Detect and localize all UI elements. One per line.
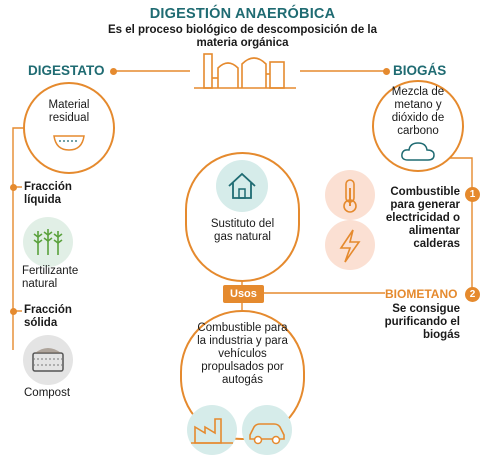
usos-badge: Usos [223, 285, 264, 303]
compost-icon [23, 335, 73, 385]
fertilizante-label: Fertilizante natural [22, 265, 79, 290]
thermometer-icon [325, 170, 375, 220]
house-icon [216, 160, 268, 212]
connector-dot [10, 184, 17, 191]
biometano-heading: BIOMETANO [385, 287, 458, 301]
biogas-mixture-label: Mezcla de metano y dióxido de carbono [391, 86, 445, 137]
fraccion-liquida-label: Fracción líquida [24, 181, 72, 206]
connector-dot [257, 290, 264, 297]
industry-icon [187, 405, 237, 455]
biogas-heading: BIOGÁS [393, 63, 447, 78]
connector-dot [10, 308, 17, 315]
plants-icon [23, 217, 73, 267]
fraccion-solida-label: Fracción sólida [24, 304, 72, 329]
bowl-icon [52, 132, 86, 154]
number-badge-2: 2 [465, 287, 480, 302]
lightning-icon [325, 220, 375, 270]
fuel-label: Combustible para la industria y para veh… [197, 322, 288, 386]
page-title: DIGESTIÓN ANAERÓBICA [149, 6, 336, 22]
compost-label: Compost [24, 387, 71, 399]
sustitute-label: Sustituto del gas natural [210, 218, 275, 243]
car-icon [242, 405, 292, 455]
biometano-text: Se consigue purificando el biogás [384, 303, 460, 341]
material-residual-label: Material residual [48, 99, 90, 124]
biogas-mixture-circle [372, 80, 464, 172]
connector-dot [383, 68, 390, 75]
cloud-icon [400, 140, 436, 162]
page-subtitle: Es el proceso biológico de descomposició… [107, 24, 378, 49]
digestato-heading: DIGESTATO [28, 63, 105, 78]
connector-dot [110, 68, 117, 75]
material-residual-circle [23, 82, 115, 174]
use1-text: Combustible para generar electricidad o … [385, 186, 460, 250]
number-badge-1: 1 [465, 187, 480, 202]
factory-plant-icon [190, 48, 300, 90]
